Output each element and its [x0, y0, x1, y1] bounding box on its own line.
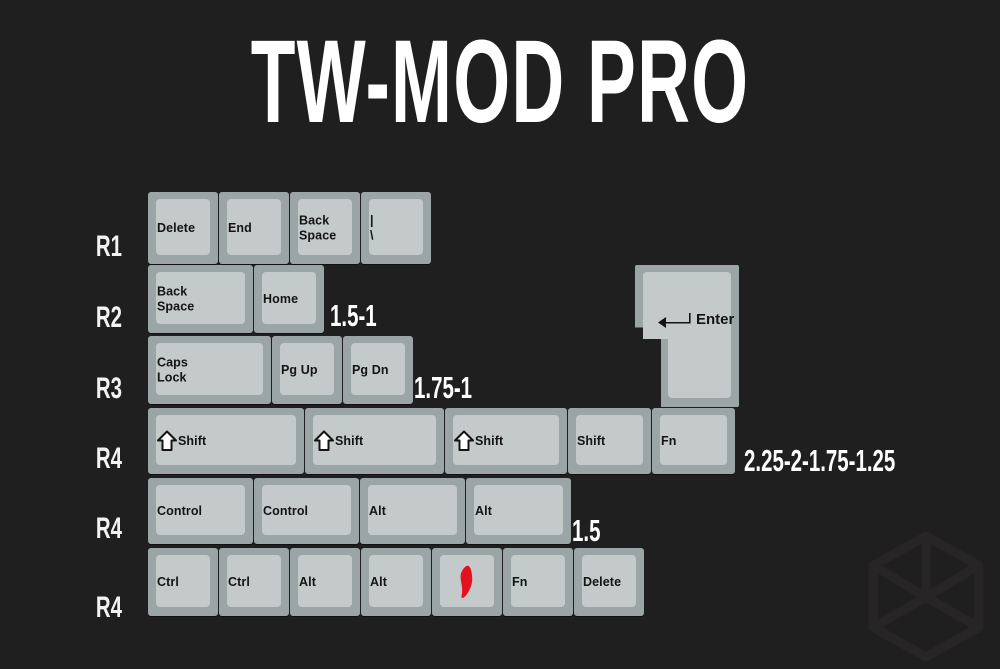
keycap-surface: [298, 555, 352, 607]
keycap-surface: [156, 272, 245, 324]
keycap-delete-1u[interactable]: Delete: [574, 548, 644, 616]
keycap-taiwan-novelty[interactable]: [432, 548, 502, 616]
keycap-legend: Back Space: [299, 213, 337, 243]
keycap-surface: [369, 555, 423, 607]
hex-cube-logo-icon: [868, 531, 984, 662]
keycap-legend: | \: [370, 213, 374, 243]
keycap-surface: [262, 272, 316, 324]
keycap-control-left[interactable]: Control: [148, 478, 253, 544]
keycap-legend: Back Space: [157, 284, 195, 314]
keycap-surface: [368, 485, 457, 535]
keycap-control-right[interactable]: Control: [254, 478, 359, 544]
keycap-surface: [262, 485, 351, 535]
keycap-surface: [280, 343, 334, 395]
keycap-surface-lower: [668, 325, 731, 398]
keycap-surface: [227, 199, 281, 255]
keycap-alt-1u-right[interactable]: Alt: [361, 548, 431, 616]
keycap-legend: Fn: [512, 574, 528, 589]
keycap-alt-right[interactable]: Alt: [466, 478, 571, 544]
keycap-surface: [156, 343, 263, 395]
keycap-legend: Alt: [370, 574, 387, 589]
keycap-legend: End: [228, 220, 252, 235]
keycap-surface: [156, 485, 245, 535]
shift-arrow-icon: [157, 430, 177, 451]
keycap-surface: [369, 199, 423, 255]
keycap-legend: Shift: [178, 433, 207, 448]
annotation-row2-widths: 1.5-1: [330, 298, 377, 333]
keycap-legend: Shift: [475, 433, 504, 448]
keycap-fn-125u[interactable]: Fn: [652, 408, 735, 474]
keycap-legend: Ctrl: [228, 574, 250, 589]
row-label-r1: R1: [95, 230, 122, 263]
keycap-surface: [156, 555, 210, 607]
keycap-end-r1[interactable]: End: [219, 192, 289, 264]
keycap-home-r2[interactable]: Home: [254, 265, 324, 333]
keycap-legend: Alt: [475, 503, 492, 518]
keycap-legend: Control: [157, 503, 203, 518]
shift-arrow-icon: [314, 430, 334, 451]
keycap-surface: [576, 415, 643, 465]
keycap-legend: Fn: [661, 433, 677, 448]
keycap-surface: [298, 199, 352, 255]
keycap-alt-1u-left[interactable]: Alt: [290, 548, 360, 616]
enter-legend-group: Enter: [657, 311, 734, 328]
row-label-r4-shift: R4: [95, 442, 122, 475]
keycap-ctrl-right[interactable]: Ctrl: [219, 548, 289, 616]
row-label-r2: R2: [95, 301, 122, 334]
keycap-legend: Control: [263, 503, 309, 518]
keycap-surface: [582, 555, 636, 607]
keycap-legend: Pg Dn: [352, 362, 389, 377]
keycap-legend: Shift: [577, 433, 606, 448]
annotation-row4-control-widths: 1.5: [572, 513, 601, 548]
keycap-legend: Alt: [299, 574, 316, 589]
keycap-surface: [227, 555, 281, 607]
keycap-shift-225u[interactable]: Shift: [148, 408, 304, 474]
keycap-shift-2u[interactable]: Shift: [305, 408, 444, 474]
keycap-shift-125u[interactable]: Shift: [568, 408, 651, 474]
keycap-backspace-r2[interactable]: Back Space: [148, 265, 253, 333]
keycap-surface: [474, 485, 563, 535]
keycap-legend: Ctrl: [157, 574, 179, 589]
keycap-legend: Caps Lock: [157, 355, 188, 385]
keycap-delete-r1[interactable]: Delete: [148, 192, 218, 264]
keycap-surface: [660, 415, 727, 465]
keycap-legend: Delete: [583, 574, 622, 589]
keycap-shift-175u[interactable]: Shift: [445, 408, 567, 474]
taiwan-island-icon: [460, 565, 473, 598]
row-label-r4-bottom: R4: [95, 591, 122, 624]
enter-label: Enter: [696, 311, 735, 328]
keycap-pipe-backslash-r1[interactable]: | \: [361, 192, 431, 264]
keycap-legend: Home: [263, 291, 299, 306]
row-label-r4-control: R4: [95, 512, 122, 545]
shift-arrow-icon: [454, 430, 474, 451]
keycap-legend: Alt: [369, 503, 386, 518]
keycap-backspace-r1[interactable]: Back Space: [290, 192, 360, 264]
keycap-alt-left[interactable]: Alt: [360, 478, 465, 544]
keycap-pgdn-r3[interactable]: Pg Dn: [343, 336, 413, 404]
keycap-surface: [156, 415, 296, 465]
keycap-ctrl-left[interactable]: Ctrl: [148, 548, 218, 616]
keycap-surface: [351, 343, 405, 395]
keycap-fn-1u[interactable]: Fn: [503, 548, 573, 616]
keycap-legend: Pg Up: [281, 362, 318, 377]
keycap-legend: Delete: [157, 220, 196, 235]
row-label-r3: R3: [95, 372, 122, 405]
page-title: TW-MOD PRO: [250, 16, 750, 148]
keycap-pgup-r3[interactable]: Pg Up: [272, 336, 342, 404]
keycap-legend: Shift: [335, 433, 364, 448]
keycap-capslock-r3[interactable]: Caps Lock: [148, 336, 271, 404]
keycap-surface: [511, 555, 565, 607]
annotation-row4-shift-widths: 2.25-2-1.75-1.25: [744, 443, 896, 478]
enter-arrow-icon: [658, 312, 691, 328]
keycap-surface: [156, 199, 210, 255]
keycap-iso-enter[interactable]: Enter: [635, 265, 739, 407]
annotation-row3-widths: 1.75-1: [414, 370, 473, 405]
